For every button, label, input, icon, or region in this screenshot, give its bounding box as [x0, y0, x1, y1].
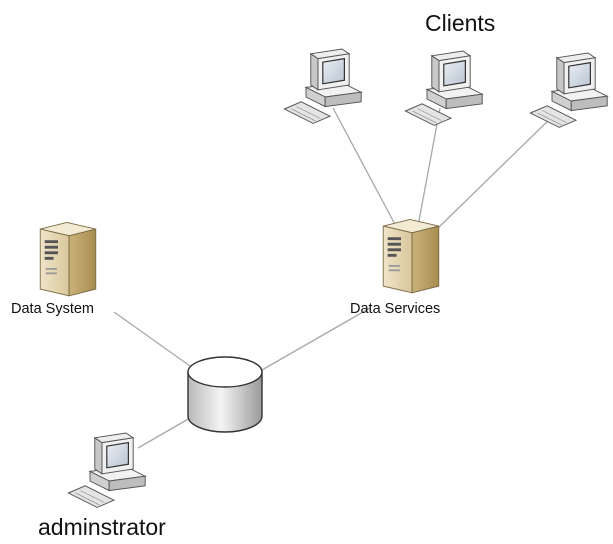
client-computer-icon-2 — [403, 48, 487, 126]
data-system-label: Data System — [11, 301, 94, 317]
link-client-3-services — [435, 111, 558, 231]
clients-label: Clients — [425, 10, 496, 36]
link-services-database — [261, 307, 371, 371]
client-computer-icon-3 — [528, 50, 612, 128]
data-system-server-icon — [33, 218, 103, 298]
link-admin-database — [137, 417, 191, 449]
client-computer-icon-1 — [282, 46, 366, 124]
link-client-1-services — [332, 107, 399, 231]
administrator-label: adminstrator — [38, 514, 166, 540]
data-services-server-icon — [376, 215, 446, 295]
administrator-computer-icon — [66, 430, 150, 508]
database-icon — [187, 356, 263, 433]
data-services-label: Data Services — [350, 301, 441, 317]
link-client-2-services — [417, 107, 441, 227]
link-datasystem-database — [113, 311, 191, 367]
